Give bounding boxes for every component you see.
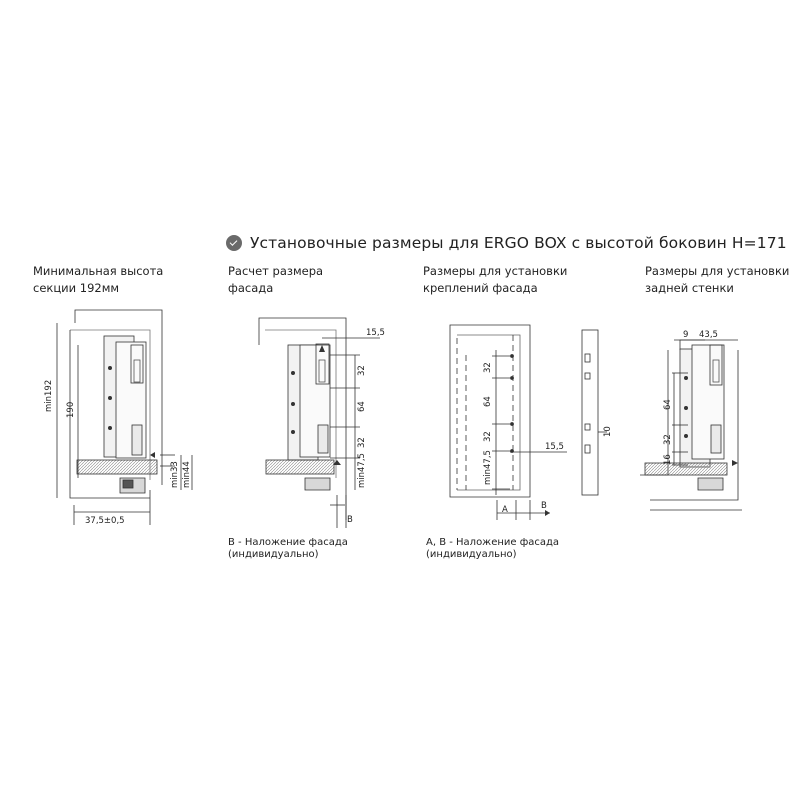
title-text: Установочные размеры для ERGO BOX с высо… <box>250 234 787 252</box>
caption-line: креплений фасада <box>423 281 538 295</box>
dim-min33: min33 <box>170 461 180 488</box>
dim-15-5: 15,5 <box>366 328 385 338</box>
dim-15-5: 15,5 <box>545 442 564 452</box>
diagram-title: Установочные размеры для ERGO BOX с высо… <box>226 234 787 252</box>
dim-A: A <box>502 505 508 515</box>
dim-32: 32 <box>663 434 673 445</box>
drawing-facade-fixings <box>449 324 607 520</box>
caption-line: секции 192мм <box>33 281 120 295</box>
dim-B: B <box>541 501 547 511</box>
note-line: B - Наложение фасада <box>228 537 348 548</box>
caption-section-1: Минимальная высота секции 192мм <box>33 263 163 297</box>
dim-64: 64 <box>483 396 493 407</box>
caption-section-3: Размеры для установки креплений фасада <box>423 263 567 297</box>
dim-32-top: 32 <box>483 362 493 373</box>
note-line: (индивидуально) <box>228 548 319 560</box>
dim-32-top: 32 <box>357 365 367 376</box>
drawing-back-wall <box>640 339 742 511</box>
caption-section-4: Размеры для установки задней стенки <box>645 263 789 297</box>
note-section-3: А, В - Наложение фасада (индивидуально) <box>426 537 559 560</box>
caption-line: Расчет размера <box>228 264 324 278</box>
dim-37-5: 37,5±0,5 <box>85 516 125 526</box>
dim-43-5: 43,5 <box>699 330 718 340</box>
caption-line: фасада <box>228 281 274 295</box>
caption-line: Минимальная высота <box>33 264 164 278</box>
drawing-min-height <box>56 309 193 525</box>
drawing-facade-size <box>258 317 380 528</box>
dim-min192: min192 <box>44 380 54 412</box>
dim-10: 10 <box>603 426 613 437</box>
note-section-2: B - Наложение фасада (индивидуально) <box>228 537 348 560</box>
dim-64: 64 <box>357 401 367 412</box>
caption-line: Размеры для установки <box>645 264 790 278</box>
check-circle-icon <box>226 235 242 251</box>
dim-B: B <box>347 515 353 525</box>
dim-64: 64 <box>663 399 673 410</box>
dim-min44: min44 <box>182 461 192 488</box>
dim-16: 16 <box>663 454 673 465</box>
dim-9: 9 <box>683 330 688 340</box>
dim-min47-5: min47,5 <box>357 453 367 488</box>
dim-32-bottom: 32 <box>357 437 367 448</box>
note-line: (индивидуально) <box>426 548 517 560</box>
dim-min47-5: min47,5 <box>483 450 493 485</box>
note-line: А, В - Наложение фасада <box>426 537 560 548</box>
caption-line: Размеры для установки <box>423 264 568 278</box>
dim-32-bottom: 32 <box>483 431 493 442</box>
caption-section-2: Расчет размера фасада <box>228 263 323 297</box>
dim-190: 190 <box>66 402 76 418</box>
caption-line: задней стенки <box>645 281 734 295</box>
